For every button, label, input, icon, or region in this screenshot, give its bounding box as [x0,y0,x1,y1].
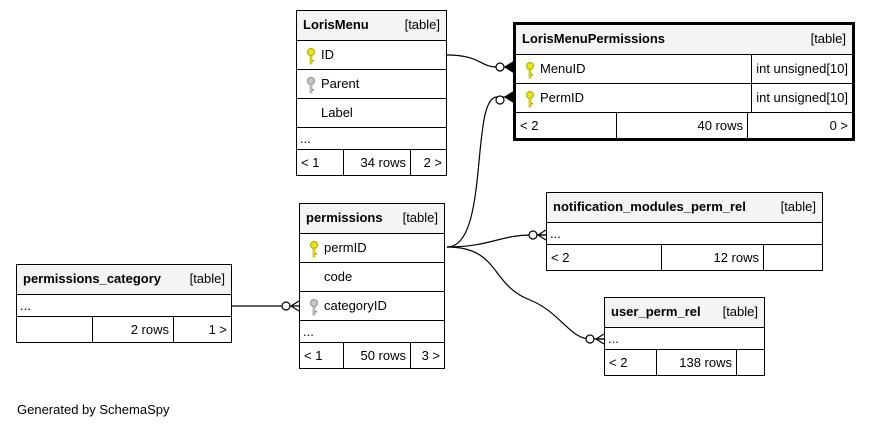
table-footer: < 2 40 rows 0 > [516,112,852,138]
foreign-key-icon [310,299,318,316]
table-type: [table] [722,304,758,319]
children-count[interactable]: 0 > [747,113,852,138]
crowfoot-marker [536,229,547,241]
table-name: permissions [306,210,383,225]
column-row[interactable]: Parent [297,69,446,98]
children-count[interactable]: 3 > [410,343,444,368]
more-columns[interactable]: ... [297,127,446,149]
crowfoot-marker [289,300,300,312]
table-footer: < 2 12 rows [547,244,822,270]
more-columns[interactable]: ... [605,327,764,349]
parents-count[interactable]: < 1 [301,155,320,170]
table-user-perm-rel[interactable]: user_perm_rel [table] ... < 2 138 rows [604,297,765,376]
table-permissions-category[interactable]: permissions_category [table] ... 2 rows … [16,264,232,343]
edge-permissions-to-user-perm-rel [446,246,604,340]
cardinality-circle [495,95,505,105]
table-footer: 2 rows 1 > [17,316,231,342]
primary-key-icon [526,91,534,108]
primary-key-icon [307,48,315,65]
table-name: LorisMenuPermissions [522,31,666,46]
column-name: ID [321,47,334,62]
column-row[interactable]: PermID int unsigned[10] [516,83,852,112]
cardinality-circle [281,301,291,311]
column-name: MenuID [540,61,586,76]
table-header[interactable]: user_perm_rel [table] [605,298,764,327]
table-footer: < 1 50 rows 3 > [300,342,444,368]
cardinality-circle [495,62,505,72]
column-name: permID [324,240,367,255]
column-name: Parent [321,76,360,91]
table-name: permissions_category [23,271,162,286]
edge-permissions-permid-to-permid [446,96,513,248]
table-lorismenu[interactable]: LorisMenu [table] ID Parent Label ... < … [296,10,447,176]
column-type: int unsigned[10] [751,84,852,112]
table-notification-modules-perm-rel[interactable]: notification_modules_perm_rel [table] ..… [546,192,823,271]
table-name: notification_modules_perm_rel [553,199,746,214]
column-name: PermID [540,90,585,105]
row-count: 2 rows [92,317,173,342]
column-row[interactable]: permID [300,233,444,262]
more-columns[interactable]: ... [17,294,231,316]
primary-key-icon [526,62,534,79]
table-header[interactable]: LorisMenuPermissions [table] [516,25,852,54]
column-row[interactable]: code [300,262,444,291]
crowfoot-marker [503,90,514,104]
crowfoot-marker [594,333,605,345]
column-row[interactable]: Label [297,98,446,127]
column-row[interactable]: ID [297,40,446,69]
table-header[interactable]: permissions [table] [300,204,444,233]
table-footer: < 1 34 rows 2 > [297,149,446,175]
children-count[interactable]: 2 > [410,150,446,175]
primary-key-icon [310,241,318,258]
table-name: user_perm_rel [611,304,701,319]
table-header[interactable]: permissions_category [table] [17,265,231,294]
generator-credit: Generated by SchemaSpy [17,402,170,417]
children-count[interactable] [736,350,764,375]
column-type: int unsigned[10] [751,55,852,83]
table-type: [table] [780,199,816,214]
row-count: 12 rows [661,245,763,270]
children-count[interactable]: 1 > [173,317,231,342]
children-count[interactable] [763,245,822,270]
parents-count[interactable] [17,317,92,342]
table-header[interactable]: notification_modules_perm_rel [table] [547,193,822,222]
column-row[interactable]: categoryID [300,291,444,320]
column-name: Label [321,105,353,120]
more-columns[interactable]: ... [300,320,444,342]
table-permissions[interactable]: permissions [table] permID code category… [299,203,445,369]
column-name: categoryID [324,298,387,313]
row-count: 34 rows [343,150,410,175]
parents-count[interactable]: < 1 [304,348,323,363]
column-row[interactable]: MenuID int unsigned[10] [516,54,852,83]
table-name: LorisMenu [303,17,369,32]
cardinality-circle [528,230,538,240]
parents-count[interactable]: < 2 [609,355,628,370]
table-header[interactable]: LorisMenu [table] [297,11,446,40]
row-count: 50 rows [343,343,410,368]
table-lorismenupermissions[interactable]: LorisMenuPermissions [table] MenuID int … [513,22,855,141]
table-footer: < 2 138 rows [605,349,764,375]
foreign-key-icon [307,77,315,94]
crowfoot-marker [503,60,514,74]
parents-count[interactable]: < 2 [520,118,539,133]
table-type: [table] [404,17,440,32]
row-count: 40 rows [616,113,747,138]
cardinality-circle [585,334,595,344]
table-type: [table] [189,271,225,286]
table-type: [table] [402,210,438,225]
table-type: [table] [810,31,846,46]
parents-count[interactable]: < 2 [551,250,570,265]
row-count: 138 rows [656,350,736,375]
column-name: code [324,269,353,284]
more-columns[interactable]: ... [547,222,822,244]
